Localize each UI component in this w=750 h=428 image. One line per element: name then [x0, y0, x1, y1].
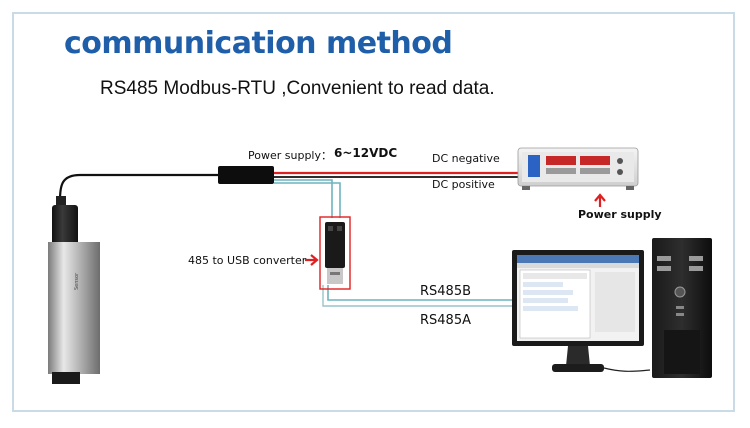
power-supply-prefix-label: Power supply：: [248, 149, 332, 162]
monitor-cable: [603, 367, 651, 372]
sensor-cable: [58, 173, 220, 201]
pc-tower-icon: [652, 238, 712, 378]
power-supply-unit-icon: [517, 147, 639, 190]
converter-label: 485 to USB converter: [188, 254, 307, 267]
rs485b-label: RS485B: [420, 284, 472, 299]
dc-positive-label: DC positive: [432, 178, 495, 191]
rs485b-wire: [327, 285, 514, 301]
dc-negative-label: DC negative: [432, 152, 500, 165]
svg-text:Sensor: Sensor: [74, 272, 80, 290]
converter-arrow-icon: [305, 254, 319, 266]
power-supply-arrow-icon: [594, 193, 606, 207]
sensor-probe-icon: Sensor: [48, 196, 100, 384]
rs485a-wire: [322, 285, 514, 307]
monitor-icon: [512, 250, 644, 372]
data-wire-a: [274, 179, 333, 218]
diagram-frame: [12, 12, 735, 412]
power-supply-unit-label: Power supply: [578, 208, 662, 221]
data-wire-b: [274, 182, 341, 218]
rs485a-label: RS485A: [420, 313, 471, 328]
page-title: communication method: [64, 26, 453, 61]
cable-connector: [218, 166, 274, 184]
usb-converter-icon: [319, 216, 351, 290]
page-subtitle: RS485 Modbus-RTU ,Convenient to read dat…: [100, 78, 495, 99]
power-supply-voltage-label: 6~12VDC: [334, 146, 398, 160]
